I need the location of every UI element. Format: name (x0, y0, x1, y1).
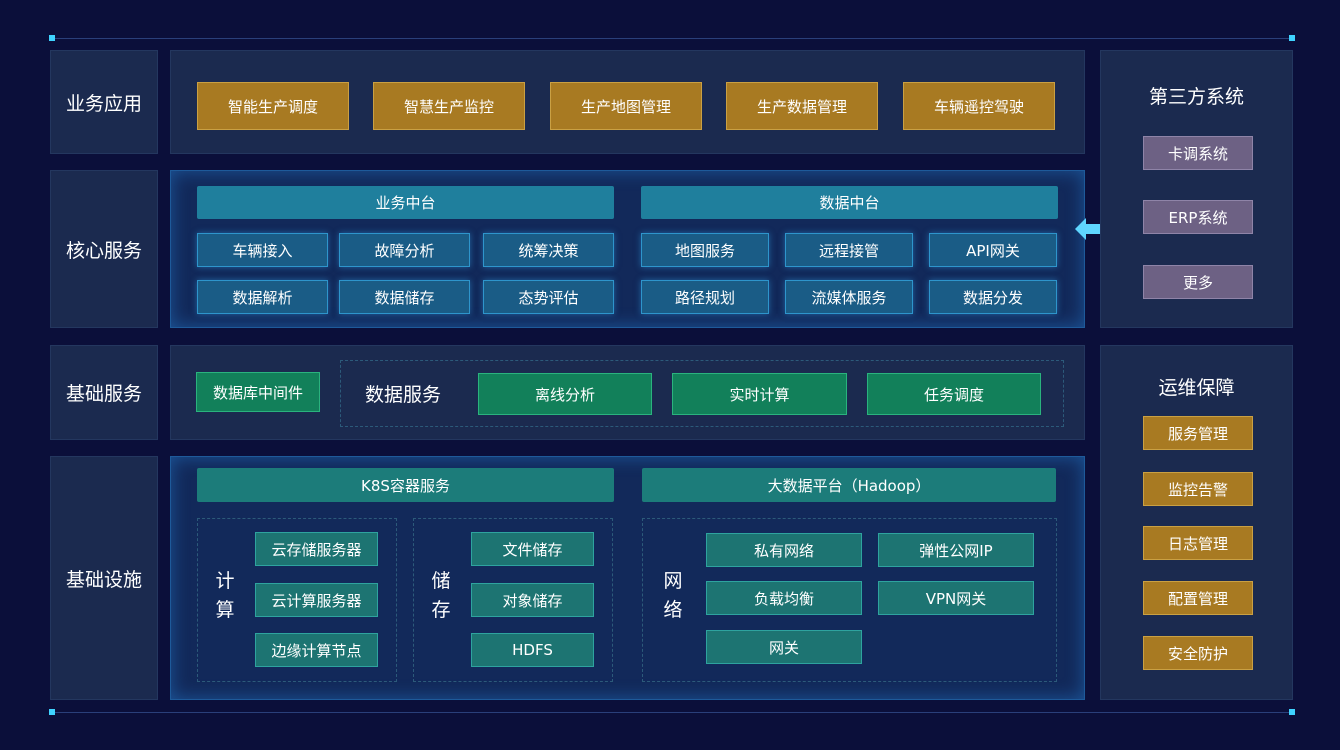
business-center-item[interactable]: 数据解析 (197, 280, 328, 314)
data-center-item[interactable]: 流媒体服务 (785, 280, 913, 314)
compute-item[interactable]: 云存储服务器 (255, 532, 378, 566)
frame-bottom-line (52, 712, 1292, 713)
data-center-item[interactable]: 远程接管 (785, 233, 913, 267)
network-label: 网 络 (663, 570, 683, 621)
data-center-item[interactable]: 地图服务 (641, 233, 769, 267)
frame-corner (49, 709, 55, 715)
data-center-item[interactable]: 数据分发 (929, 280, 1057, 314)
data-center-item[interactable]: API网关 (929, 233, 1057, 267)
row-label-business: 业务应用 (50, 50, 158, 154)
data-center-item[interactable]: 路径规划 (641, 280, 769, 314)
business-center-item[interactable]: 车辆接入 (197, 233, 328, 267)
k8s-header: K8S容器服务 (197, 468, 614, 502)
compute-label: 计 算 (215, 570, 235, 621)
network-item[interactable]: 私有网络 (706, 533, 862, 567)
network-item[interactable]: 网关 (706, 630, 862, 664)
third-party-item[interactable]: ERP系统 (1143, 200, 1253, 234)
network-group (642, 518, 1057, 682)
data-services-label: 数据服务 (365, 384, 442, 406)
storage-item[interactable]: 对象储存 (471, 583, 594, 617)
ops-item[interactable]: 配置管理 (1143, 581, 1253, 615)
business-center-item[interactable]: 统筹决策 (483, 233, 614, 267)
ops-item[interactable]: 日志管理 (1143, 526, 1253, 560)
storage-label: 储 存 (431, 570, 451, 621)
business-app[interactable]: 生产数据管理 (726, 82, 878, 130)
storage-item[interactable]: 文件储存 (471, 532, 594, 566)
data-center-header: 数据中台 (641, 186, 1058, 219)
storage-group (413, 518, 613, 682)
third-party-title: 第三方系统 (1148, 86, 1244, 108)
bigdata-header: 大数据平台（Hadoop） (642, 468, 1056, 502)
third-party-item[interactable]: 卡调系统 (1143, 136, 1253, 170)
ops-item[interactable]: 服务管理 (1143, 416, 1253, 450)
database-middleware[interactable]: 数据库中间件 (196, 372, 320, 412)
row-label-infra: 基础设施 (50, 456, 158, 700)
network-item[interactable]: VPN网关 (878, 581, 1034, 615)
row-label-basic: 基础服务 (50, 345, 158, 440)
data-service-item[interactable]: 实时计算 (672, 373, 847, 415)
frame-corner (1289, 35, 1295, 41)
business-app[interactable]: 智慧生产监控 (373, 82, 525, 130)
frame-corner (1289, 709, 1295, 715)
business-center-header: 业务中台 (197, 186, 614, 219)
data-service-item[interactable]: 离线分析 (478, 373, 652, 415)
network-item[interactable]: 负载均衡 (706, 581, 862, 615)
ops-item[interactable]: 监控告警 (1143, 472, 1253, 506)
business-app[interactable]: 生产地图管理 (550, 82, 702, 130)
ops-item[interactable]: 安全防护 (1143, 636, 1253, 670)
compute-item[interactable]: 云计算服务器 (255, 583, 378, 617)
business-center-item[interactable]: 数据储存 (339, 280, 470, 314)
compute-item[interactable]: 边缘计算节点 (255, 633, 378, 667)
third-party-item[interactable]: 更多 (1143, 265, 1253, 299)
frame-corner (49, 35, 55, 41)
network-item[interactable]: 弹性公网IP (878, 533, 1034, 567)
compute-group (197, 518, 397, 682)
business-center-item[interactable]: 故障分析 (339, 233, 470, 267)
ops-title: 运维保障 (1158, 377, 1235, 399)
business-center-item[interactable]: 态势评估 (483, 280, 614, 314)
data-services-group (340, 360, 1064, 427)
business-app[interactable]: 智能生产调度 (197, 82, 349, 130)
data-service-item[interactable]: 任务调度 (867, 373, 1041, 415)
storage-item[interactable]: HDFS (471, 633, 594, 667)
frame-top-line (52, 38, 1292, 39)
row-label-core: 核心服务 (50, 170, 158, 328)
business-app[interactable]: 车辆遥控驾驶 (903, 82, 1055, 130)
